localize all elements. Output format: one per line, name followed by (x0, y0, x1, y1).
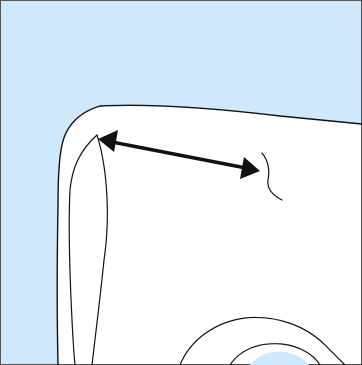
cow-body-silhouette (57, 105, 362, 365)
